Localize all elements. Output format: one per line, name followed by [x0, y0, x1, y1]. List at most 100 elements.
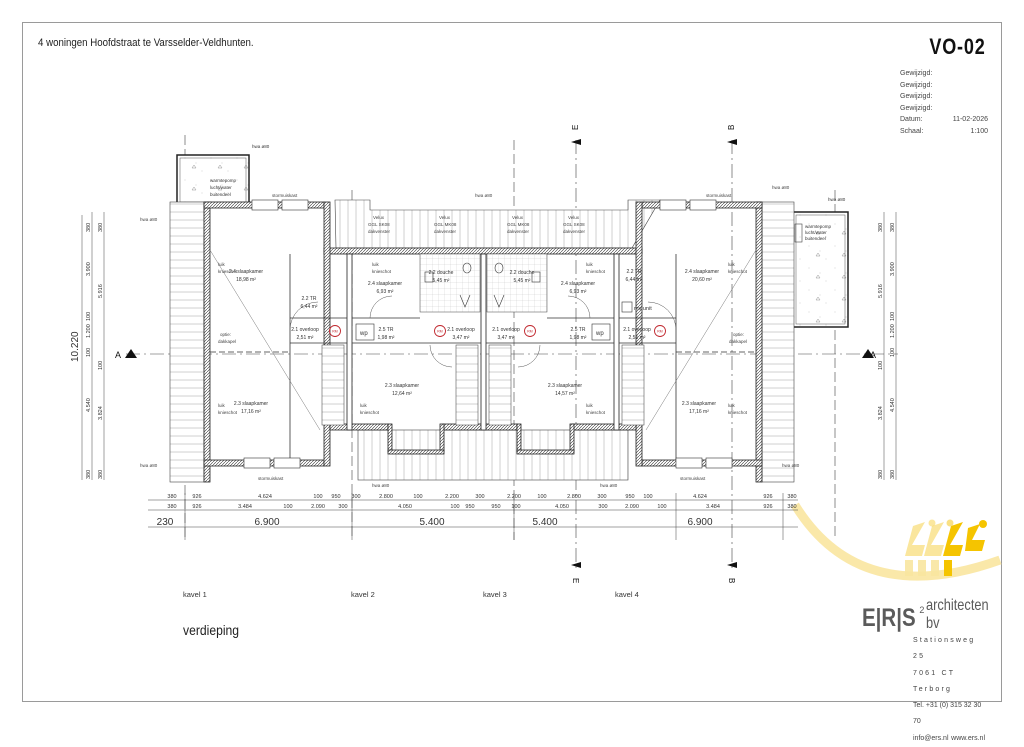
stairs: [321, 344, 645, 426]
svg-text:380: 380: [98, 223, 104, 232]
svg-text:3,47 m²: 3,47 m²: [453, 335, 470, 341]
svg-text:2,51 m²: 2,51 m²: [297, 335, 314, 341]
svg-text:E: E: [571, 578, 580, 583]
svg-text:100: 100: [86, 312, 92, 321]
svg-text:2.1 overloop: 2.1 overloop: [447, 327, 475, 333]
svg-text:3.824: 3.824: [98, 406, 104, 420]
svg-text:knieschot: knieschot: [360, 410, 380, 415]
floor-name: verdieping: [183, 623, 240, 638]
svg-text:optie:: optie:: [733, 332, 744, 337]
svg-text:optie:: optie:: [220, 332, 231, 337]
dimension-text-right: 380 5.916 100 3.824 380 380 3.900 100 1.…: [878, 223, 896, 479]
smoke-detectors: [329, 325, 666, 337]
svg-text:926: 926: [763, 494, 772, 500]
toilets: [424, 262, 541, 308]
svg-text:2.1 overloop: 2.1 overloop: [623, 327, 651, 333]
svg-text:4.050: 4.050: [555, 504, 569, 510]
svg-text:1,98 m²: 1,98 m²: [378, 335, 395, 341]
svg-text:2.2 douche: 2.2 douche: [510, 270, 535, 276]
svg-text:380: 380: [787, 494, 796, 500]
svg-text:926: 926: [763, 504, 772, 510]
label: Gewijzigd:: [900, 81, 933, 89]
svg-text:100: 100: [643, 494, 652, 500]
svg-text:4.540: 4.540: [86, 398, 92, 412]
svg-text:luik: luik: [218, 403, 226, 408]
logo-sub: architecten bv: [926, 597, 990, 632]
heatpump-platform-left: warmtepomp lucht/water buitendeel hwa ø8…: [176, 144, 270, 206]
website-link[interactable]: www.ers.nl: [951, 734, 985, 742]
svg-text:2.3 slaapkamer: 2.3 slaapkamer: [682, 401, 717, 407]
svg-text:knieschot: knieschot: [728, 410, 748, 415]
svg-text:warmtepomp: warmtepomp: [805, 224, 832, 229]
svg-text:2.200: 2.200: [507, 494, 521, 500]
svg-text:luik: luik: [586, 262, 594, 267]
svg-text:GGL MK08: GGL MK08: [434, 222, 457, 227]
svg-text:5.916: 5.916: [878, 284, 884, 298]
windows: [243, 199, 733, 469]
svg-text:4.624: 4.624: [693, 494, 707, 500]
dimension-lines-left: [81, 212, 897, 480]
svg-text:950: 950: [331, 494, 340, 500]
svg-text:Velux: Velux: [373, 215, 385, 220]
svg-text:dakvenster: dakvenster: [507, 229, 530, 234]
svg-text:hwa ø80: hwa ø80: [252, 144, 270, 149]
company-logo: E|R|S 2 architecten bv: [862, 597, 1024, 633]
svg-text:6.900: 6.900: [687, 517, 712, 528]
svg-text:dakkapel: dakkapel: [729, 339, 747, 344]
kavel-label-2: kavel 2: [351, 590, 375, 599]
svg-text:300: 300: [475, 494, 484, 500]
svg-text:1.200: 1.200: [890, 324, 896, 338]
svg-text:A: A: [870, 350, 876, 360]
svg-text:1.200: 1.200: [86, 324, 92, 338]
svg-text:2.5 TR: 2.5 TR: [379, 327, 394, 333]
heatpump-platform-right: warmtepomp lucht/water buitendeel hwa ø8…: [792, 197, 849, 328]
svg-text:17,16 m²: 17,16 m²: [241, 409, 261, 415]
svg-text:knieschot: knieschot: [728, 269, 748, 274]
svg-text:hwa ø80: hwa ø80: [475, 193, 493, 198]
dimension-text-row2: 380 926 3.484 100 2.090 300 4.050 100 95…: [167, 504, 796, 510]
svg-text:950: 950: [465, 504, 474, 510]
svg-text:lucht/water: lucht/water: [805, 230, 827, 235]
svg-text:2.3 slaapkamer: 2.3 slaapkamer: [385, 383, 420, 389]
svg-text:100: 100: [890, 312, 896, 321]
svg-text:B: B: [727, 578, 736, 583]
svg-text:4.624: 4.624: [258, 494, 272, 500]
roof-right: [761, 201, 795, 483]
svg-text:2.4 slaapkamer: 2.4 slaapkamer: [561, 281, 596, 287]
svg-text:3.900: 3.900: [890, 262, 896, 276]
svg-text:mv unit: mv unit: [634, 306, 652, 312]
bathroom-tiles-2: [419, 253, 481, 313]
svg-text:4.540: 4.540: [890, 398, 896, 412]
svg-text:100: 100: [98, 361, 104, 370]
svg-text:14,57 m²: 14,57 m²: [555, 391, 575, 397]
floor-plan: E B E B A A warmtepomp lucht/water buite…: [70, 125, 1002, 583]
svg-text:2.2 TR: 2.2 TR: [302, 296, 317, 302]
svg-text:wp: wp: [595, 331, 604, 337]
project-title: 4 woningen Hoofdstraat te Varsselder-Vel…: [38, 37, 254, 49]
logo-main: E|R|S: [862, 604, 916, 632]
svg-text:20,60 m²: 20,60 m²: [692, 277, 712, 283]
svg-text:hwa ø80: hwa ø80: [140, 217, 158, 222]
svg-text:3,47 m²: 3,47 m²: [498, 335, 515, 341]
svg-text:5.916: 5.916: [98, 284, 104, 298]
svg-text:380: 380: [167, 504, 176, 510]
svg-text:100: 100: [878, 361, 884, 370]
svg-text:E: E: [571, 125, 580, 130]
dimension-text-row1: 380 926 4.624 100 950 300 2.800 100 2.20…: [167, 494, 796, 500]
svg-text:knieschot: knieschot: [586, 269, 606, 274]
svg-text:5,45 m²: 5,45 m²: [433, 278, 450, 284]
svg-text:Velux: Velux: [439, 215, 451, 220]
email-link[interactable]: info@ers.nl: [913, 734, 949, 742]
city: 7061 CT Terborg: [913, 669, 956, 693]
rm-labels: RM RM RM RM: [332, 330, 663, 334]
svg-text:stormuiskast: stormuiskast: [680, 476, 706, 481]
svg-text:230: 230: [157, 517, 174, 528]
svg-text:dakvenster: dakvenster: [368, 229, 391, 234]
svg-text:wp: wp: [359, 331, 368, 337]
svg-text:hwa ø80: hwa ø80: [600, 483, 618, 488]
svg-text:RM: RM: [437, 330, 443, 334]
dimension-lines-bottom: [148, 493, 798, 540]
contact-row: info@ers.nl www.ers.nl: [913, 731, 985, 747]
svg-text:knieschot: knieschot: [586, 410, 606, 415]
svg-text:2.4 slaapkamer: 2.4 slaapkamer: [229, 269, 264, 275]
